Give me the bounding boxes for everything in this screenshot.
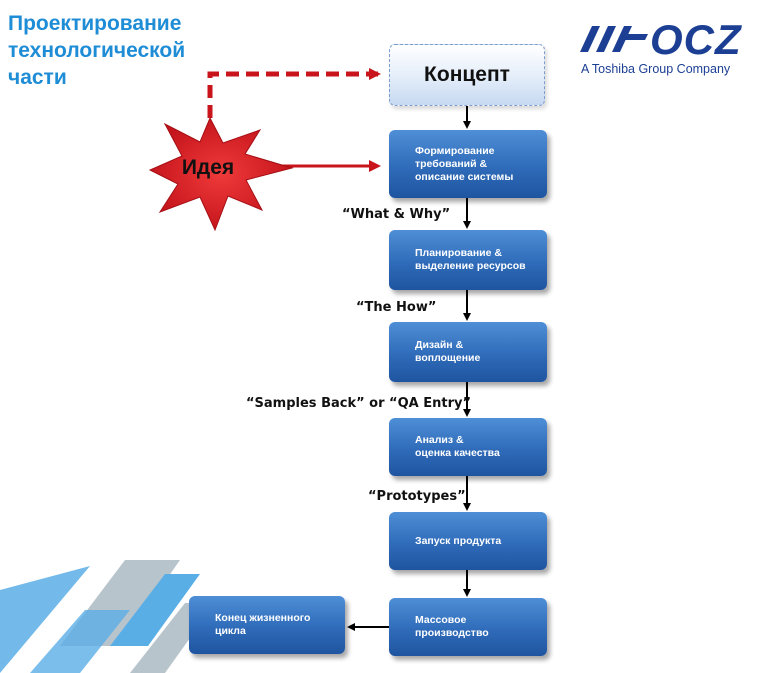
step-line: Формирование (415, 144, 495, 157)
step-line: описание системы (415, 170, 514, 183)
page-title: Проектирование технологической части (8, 10, 248, 91)
phase-label: “The How” (356, 300, 437, 315)
step-line: воплощение (415, 352, 481, 364)
step-box-analysis: Анализ & оценка качества (389, 418, 547, 476)
step-line: Конец жизненного (215, 612, 311, 624)
ocz-logo: OCZ A Toshiba Group Company (578, 16, 768, 82)
step-line: Дизайн & (415, 339, 464, 351)
step-line: Запуск продукта (415, 534, 502, 547)
step-line: Анализ & (415, 434, 464, 446)
step-box-mass-production: Массовое производство (389, 598, 547, 656)
title-line: Проектирование (8, 12, 182, 35)
step-line: выделение ресурсов (415, 260, 526, 272)
title-line: части (8, 66, 67, 89)
step-box-launch: Запуск продукта (389, 512, 547, 570)
phase-label: “Samples Back” or “QA Entry” (246, 396, 471, 411)
step-line: цикла (215, 625, 246, 637)
dashed-arrow (207, 68, 381, 118)
step-line: оценка качества (415, 447, 500, 459)
step-box-planning: Планирование & выделение ресурсов (389, 230, 547, 290)
logo-tagline: A Toshiba Group Company (581, 62, 731, 76)
step-line: Планирование & (415, 247, 502, 259)
step-line: требований & (415, 157, 488, 170)
end-of-life-box: Конец жизненного цикла (189, 596, 345, 654)
phase-label: “Prototypes” (368, 489, 466, 504)
step-box-design: Дизайн & воплощение (389, 322, 547, 382)
title-line: технологической (8, 39, 186, 62)
idea-label: Идея (181, 156, 235, 179)
decorative-stripes (0, 560, 215, 673)
concept-box: Концепт (389, 44, 545, 106)
step-box-requirements: Формирование требований & описание систе… (389, 130, 547, 198)
concept-label: Концепт (424, 63, 510, 86)
logo-wordmark: OCZ (650, 16, 742, 63)
phase-label: “What & Why” (342, 207, 451, 222)
logo-slashes-icon (580, 26, 648, 52)
step-line: Массовое (415, 614, 467, 626)
idea-star-icon (148, 116, 294, 232)
step-line: производство (415, 627, 489, 639)
